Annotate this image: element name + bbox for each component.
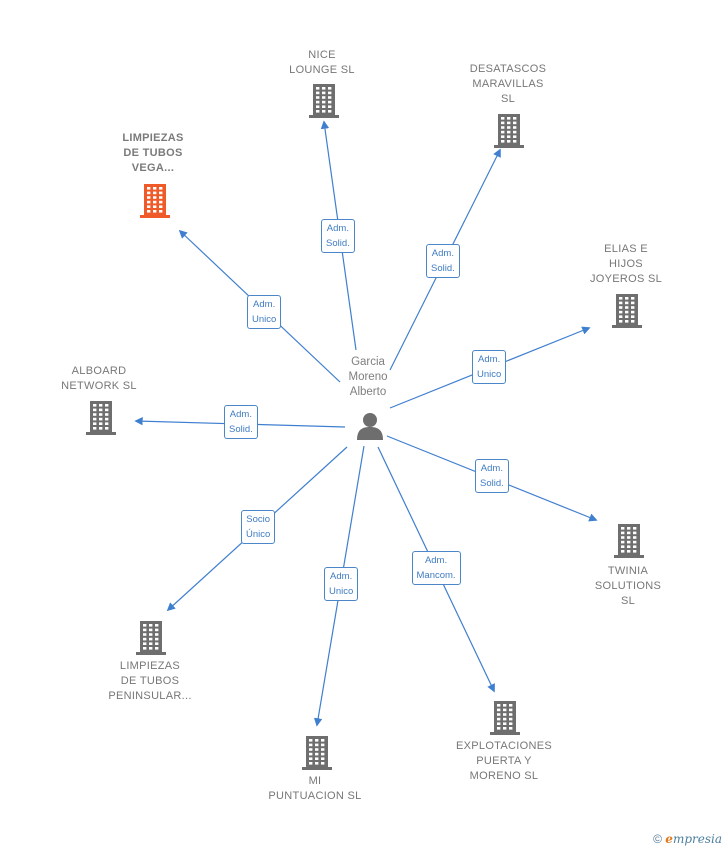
relation-label-limpiezas-vega[interactable]: Adm. Unico — [247, 295, 282, 329]
building-icon[interactable] — [611, 292, 643, 328]
relation-label-alboard[interactable]: Adm. Solid. — [224, 405, 258, 439]
company-name-alboard[interactable]: ALBOARD NETWORK SL — [61, 365, 137, 392]
company-name-mi-puntuacion[interactable]: MI PUNTUACION SL — [268, 775, 362, 802]
relation-label-explotaciones[interactable]: Adm. Mancom. — [411, 551, 461, 585]
company-name-nice[interactable]: NICE LOUNGE SL — [289, 49, 355, 76]
company-name-twinia[interactable]: TWINIA SOLUTIONS SL — [594, 565, 662, 607]
company-name-limpiezas-vega[interactable]: LIMPIEZAS DE TUBOS VEGA... — [122, 132, 184, 174]
building-icon[interactable] — [489, 699, 521, 735]
company-name-elias[interactable]: ELIAS E HIJOS JOYEROS SL — [589, 243, 663, 285]
relation-label-twinia[interactable]: Adm. Solid. — [475, 459, 509, 493]
brand-logo: empresia — [665, 832, 722, 846]
relation-label-desatascos[interactable]: Adm. Solid. — [426, 244, 460, 278]
relation-label-limpiezas-peninsular[interactable]: Socio Único — [241, 510, 276, 544]
copyright-icon: © — [653, 832, 662, 846]
building-icon[interactable] — [613, 522, 645, 558]
building-icon[interactable] — [301, 734, 333, 770]
company-name-limpiezas-peninsular[interactable]: LIMPIEZAS DE TUBOS PENINSULAR... — [108, 660, 192, 702]
building-icon[interactable] — [135, 619, 167, 655]
company-name-explotaciones[interactable]: EXPLOTACIONES PUERTA Y MORENO SL — [456, 740, 552, 782]
person-icon[interactable] — [355, 411, 385, 441]
company-name-desatascos[interactable]: DESATASCOS MARAVILLAS SL — [469, 63, 547, 105]
building-icon[interactable] — [308, 82, 340, 118]
building-icon[interactable] — [139, 182, 171, 218]
building-icon[interactable] — [493, 112, 525, 148]
relation-label-elias[interactable]: Adm. Unico — [472, 350, 507, 384]
center-person-name: Garcia Moreno Alberto — [348, 356, 388, 398]
building-icon[interactable] — [85, 399, 117, 435]
relation-label-nice[interactable]: Adm. Solid. — [321, 219, 355, 253]
copyright: © empresia — [653, 832, 722, 846]
relation-label-mi-puntuacion[interactable]: Adm. Unico — [324, 567, 359, 601]
